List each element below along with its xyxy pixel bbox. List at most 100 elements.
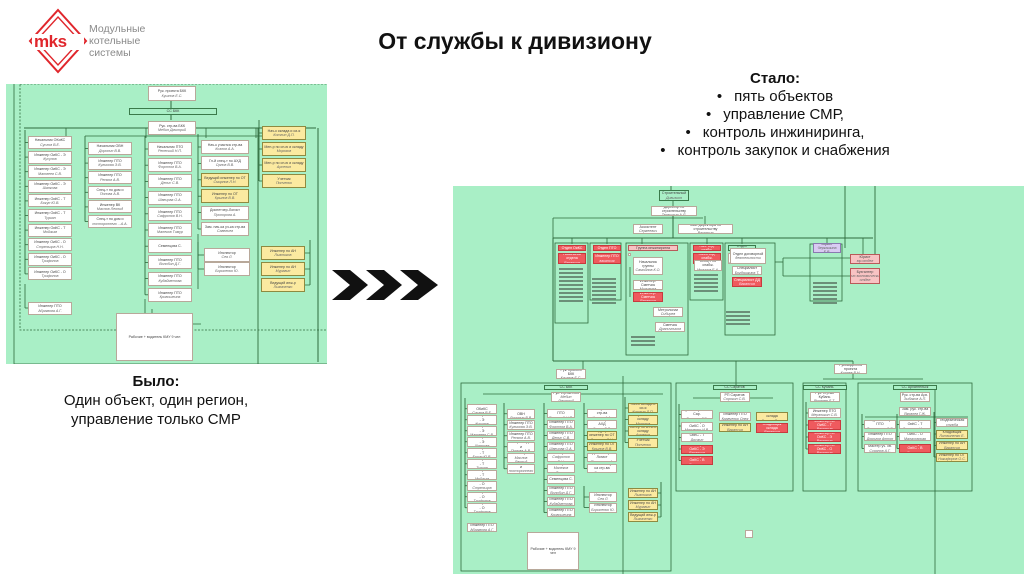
node-person: Денис С.В. (160, 181, 180, 186)
node-role: Нач-к склада и си-я (267, 128, 301, 133)
node-person: Смирнов Л.Н. (213, 179, 237, 184)
node-role: Спец-т по дом и (509, 442, 533, 449)
org-node: Семенцова С. (148, 239, 192, 254)
before-heading: Было: (132, 373, 180, 390)
node-role: Инженер ПТО (158, 274, 182, 279)
note-line (592, 298, 616, 300)
note-line (559, 296, 583, 298)
node-role: Гл-й спец-т по АХД (209, 159, 241, 164)
node-role: Инженер по АН (270, 264, 296, 269)
node-role: Инженер ПТО (549, 464, 573, 467)
node-person: Матвеев С.В. (470, 432, 494, 436)
group-frame (724, 242, 776, 336)
node-role: Мастер уч. св. (868, 444, 892, 449)
node-role: Инженер по ОиКС - Э (814, 432, 835, 439)
node-role: Инженер ОиКС - Э (469, 426, 495, 433)
logo-line: системы (89, 47, 131, 59)
note-line (726, 315, 750, 317)
node-person: Лыжаченко (633, 517, 653, 521)
node-person: Сафронов В.Н. (157, 213, 183, 218)
node-role: Инженер ОиКС - Т (34, 196, 66, 201)
node-person: Доронин В.В. (509, 415, 533, 419)
node-person: Зыбаков А.П. (903, 397, 927, 401)
node-role: Нач-к участка стр-ва (590, 409, 614, 416)
note-line (726, 319, 750, 321)
note-line (694, 286, 718, 288)
node-person: Богдашкина Т. (734, 270, 760, 275)
node-person: Кушнов Е.С. (161, 93, 183, 98)
node-person: Суслов В.Е. (40, 142, 60, 147)
node-person: Вакансия (689, 462, 705, 465)
node-role: Инженер ПТО (98, 173, 122, 178)
before-summary: Было: Один объект, один регион, управлен… (0, 372, 310, 429)
node-role: Инженер ПТО (868, 432, 892, 437)
node-person: Муравин (275, 269, 291, 273)
node-person: Вакансия (816, 451, 833, 454)
node-role: Нач-к склада и си-я (630, 403, 656, 410)
node-role: Инженер ПТО (158, 225, 182, 230)
node-person: Литвиненко Е. (939, 434, 965, 438)
node-role: Инженер ОиКС - Т (34, 211, 66, 216)
note-line (726, 323, 750, 325)
note-line (592, 294, 616, 296)
node-person: Волобин Д.Г. (550, 490, 572, 495)
node-person: Морозов (635, 421, 651, 425)
note-line (726, 311, 750, 313)
node-person: Стрельцов Н.Н. (472, 485, 492, 490)
node-role: Инженер ПТО (549, 420, 573, 425)
node-role: Инженер-Сметчик (639, 292, 657, 299)
unit-title: Группа инжиниринга (628, 245, 678, 251)
node-role: Руководитель проекта (838, 364, 863, 371)
node-person: Вакансия (697, 231, 714, 234)
node-role: Инженер ПТО (158, 258, 182, 263)
note-line (813, 302, 837, 304)
node-role: Инспектор (218, 264, 236, 269)
node-role: Геодезическая (939, 418, 965, 423)
node-person: Вакансия (689, 451, 705, 454)
after-item: управление СМР, (585, 106, 965, 124)
node-person: Терентьев С.Р. (866, 426, 894, 429)
node-role: Специалист (736, 266, 758, 271)
before-line: Один объект, один регион, (63, 392, 249, 409)
node-role: Инженер ОиКС - Э (34, 167, 66, 172)
node-role: Инженер ПТО (470, 523, 494, 528)
node-role: Диспетчер-Логист (210, 208, 240, 213)
group-frame (13, 84, 327, 364)
node-person: Трифонов (473, 498, 491, 502)
node-person: Маслов Леонид (96, 206, 124, 211)
node-role: Инженер ОиКС - Э (469, 437, 495, 444)
node-role: Инженер по ОиКС - Т (905, 420, 925, 427)
node-person: Сергеевич (638, 229, 658, 233)
site-header: СС Архангельск (893, 385, 937, 390)
group-header: СС БКК (129, 108, 217, 115)
note-line (631, 340, 655, 342)
node-person: служба (945, 422, 959, 427)
node-role: Рабочие + водитель КМУ 9 чел (530, 546, 576, 555)
